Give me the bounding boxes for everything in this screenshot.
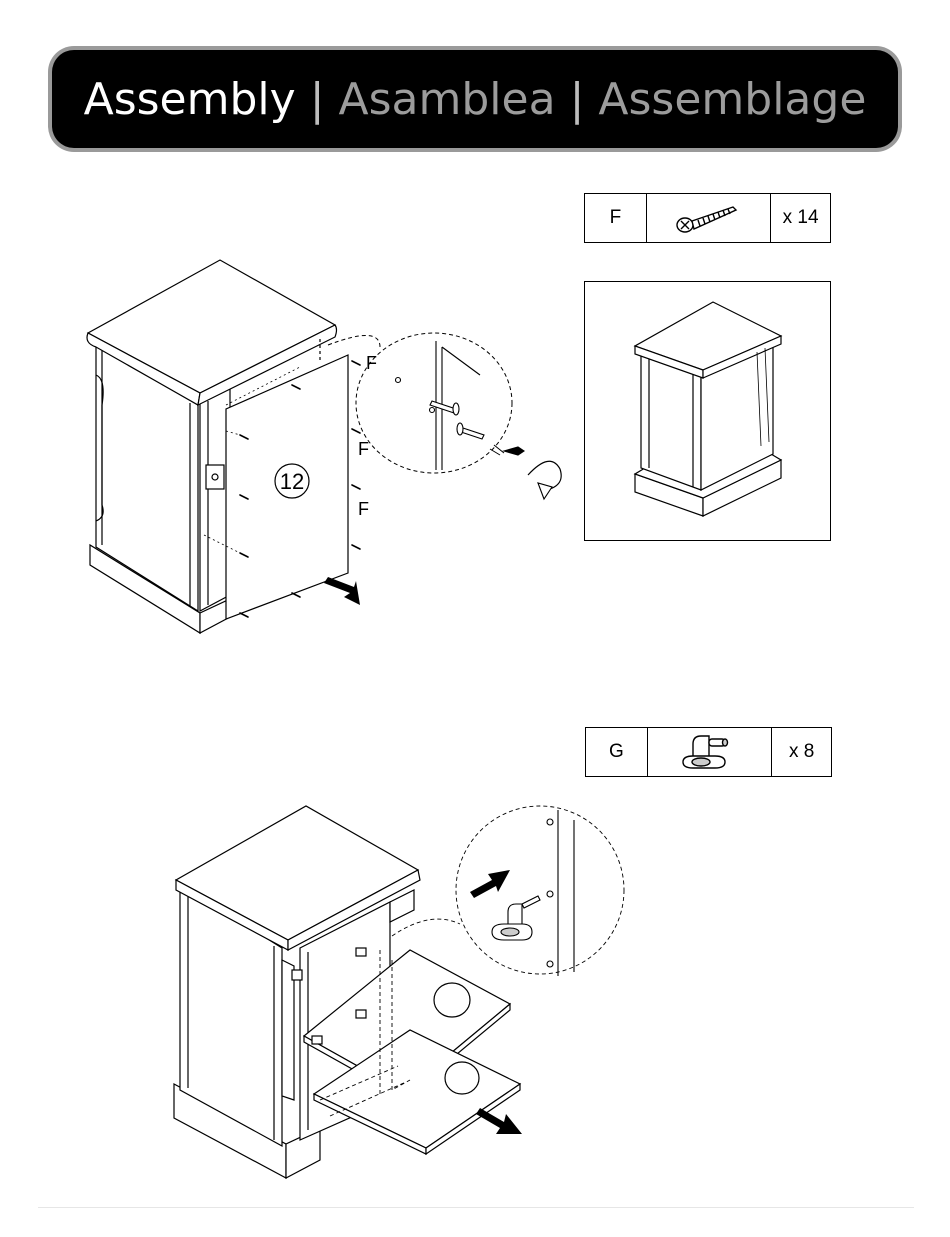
screw-label-f: F xyxy=(358,499,369,519)
part-quantity: x 8 xyxy=(771,728,831,776)
title-separator: | xyxy=(310,74,325,125)
footer-rule xyxy=(38,1207,914,1208)
part-letter: G xyxy=(586,728,647,776)
hardware-box-f: F x 14 xyxy=(584,193,831,243)
step2-illustration xyxy=(170,800,640,1190)
screw-icon xyxy=(646,194,770,242)
header-banner: Assembly | Asamblea | Assemblage xyxy=(52,50,898,148)
detail-callout xyxy=(328,333,512,473)
screw-label-f: F xyxy=(366,353,377,373)
screw-label-f: F xyxy=(358,439,369,459)
title-french: Assemblage xyxy=(598,74,866,125)
shelf-pin-icon xyxy=(647,728,771,776)
title-separator: | xyxy=(570,74,585,125)
push-arrow-icon xyxy=(324,577,360,605)
panel-number: 12 xyxy=(280,469,304,494)
push-arrow-icon xyxy=(476,1108,522,1134)
insert-arrow-icon xyxy=(470,870,510,898)
part-letter: F xyxy=(585,194,646,242)
step1-illustration: 12 F F F xyxy=(80,255,650,655)
hardware-box-g: G x 8 xyxy=(585,727,832,777)
part-quantity: x 14 xyxy=(770,194,830,242)
title-english: Assembly xyxy=(84,74,296,125)
title-spanish: Asamblea xyxy=(339,74,556,125)
